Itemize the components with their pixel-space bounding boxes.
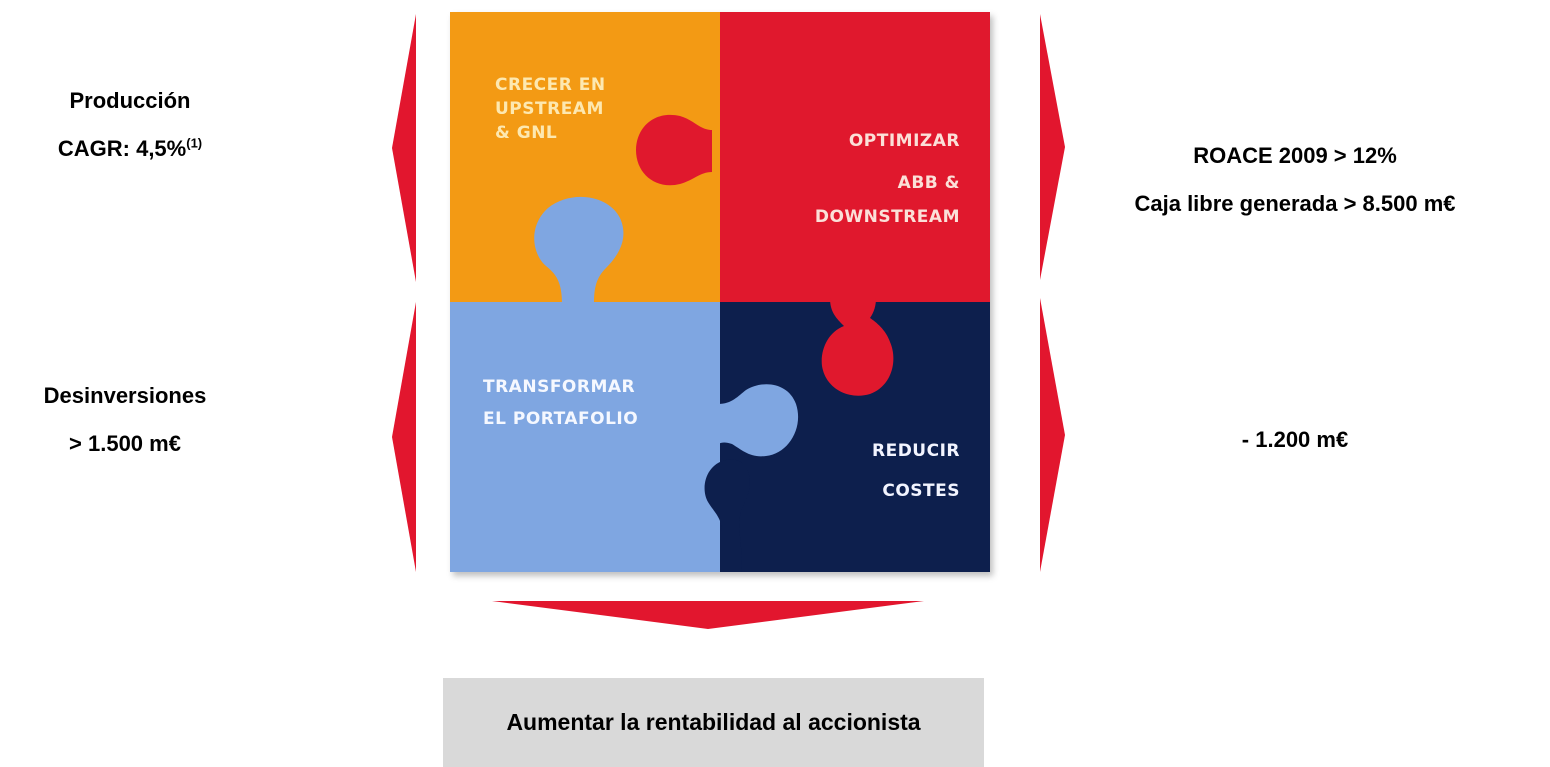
optimize-line-1: OPTIMIZAR <box>848 131 960 151</box>
transform-knob <box>534 196 624 304</box>
left-upper-arrow <box>392 14 416 282</box>
costs-line-2: COSTES <box>882 480 960 501</box>
production-cagr: CAGR: 4,5%(1) <box>10 136 250 162</box>
divestment-metric: Desinversiones > 1.500 m€ <box>0 383 250 458</box>
piece-optimize-base <box>720 12 990 302</box>
optimize-line-2: ABB & <box>897 172 960 193</box>
right-upper-arrow <box>1040 14 1065 280</box>
transform-side-knob <box>718 384 799 457</box>
cost-reduction-metric: - 1.200 m€ <box>1150 427 1440 453</box>
label-reduce-costs: REDUCIR COSTES <box>824 440 960 504</box>
roace-value: ROACE 2009 > 12% <box>1193 143 1397 168</box>
free-cash-value: Caja libre generada > 8.500 m€ <box>1134 191 1456 217</box>
down-arrow <box>492 601 924 629</box>
divestment-value: > 1.500 m€ <box>69 431 181 457</box>
down-arrow-shape <box>492 601 924 629</box>
costs-knob <box>704 459 750 572</box>
piece-transform-base <box>450 302 720 572</box>
label-optimize: OPTIMIZAR ABB & DOWNSTREAM <box>796 130 960 229</box>
optimize-knob <box>636 114 712 186</box>
left-lower-arrow-shape <box>392 302 416 572</box>
right-upper-arrow-shape <box>1040 14 1065 280</box>
divestment-title: Desinversiones <box>43 383 207 408</box>
optimize-line-3: DOWNSTREAM <box>814 206 960 227</box>
left-lower-arrow <box>392 302 416 572</box>
production-metric: Producción CAGR: 4,5%(1) <box>10 88 250 163</box>
grow-line-2: UPSTREAM <box>495 98 604 119</box>
puzzle-graphic <box>450 12 990 572</box>
roace-metric: ROACE 2009 > 12% Caja libre generada > 8… <box>1050 143 1540 218</box>
optimize-bottom-knob <box>821 298 894 396</box>
costs-line-1: REDUCIR <box>871 441 960 461</box>
grow-line-1: CRECER EN <box>495 75 606 95</box>
transform-line-1: TRANSFORMAR <box>483 377 636 397</box>
right-lower-arrow-shape <box>1040 298 1065 572</box>
grow-line-3: & GNL <box>495 122 558 143</box>
production-cagr-value: CAGR: 4,5% <box>57 136 187 162</box>
label-transform: TRANSFORMAR EL PORTAFOLIO <box>483 376 638 432</box>
cost-reduction-value: - 1.200 m€ <box>1241 427 1349 452</box>
label-grow-upstream: CRECER EN UPSTREAM & GNL <box>495 74 606 145</box>
production-title: Producción <box>69 88 191 113</box>
left-upper-arrow-shape <box>392 14 416 282</box>
shareholder-return-box: Aumentar la rentabilidad al accionista <box>443 678 984 767</box>
shareholder-return-label: Aumentar la rentabilidad al accionista <box>506 708 921 735</box>
footnote-marker: (1) <box>186 136 203 152</box>
transform-line-2: EL PORTAFOLIO <box>483 408 639 429</box>
strategy-puzzle: CRECER EN UPSTREAM & GNL OPTIMIZAR ABB &… <box>450 12 990 572</box>
right-lower-arrow <box>1040 298 1065 572</box>
